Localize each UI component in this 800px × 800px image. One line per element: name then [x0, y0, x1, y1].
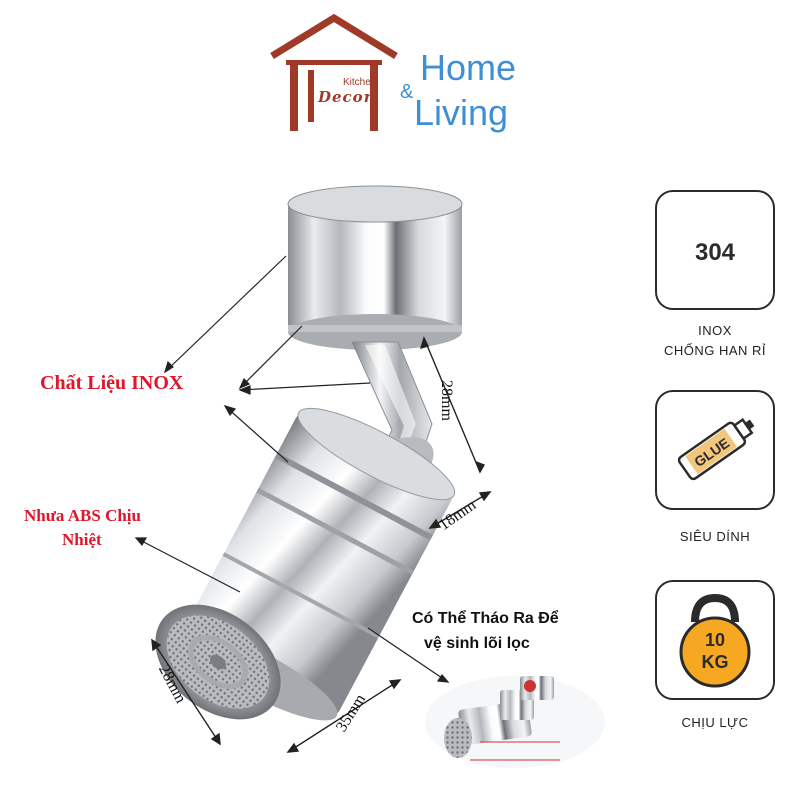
house-logo-icon — [270, 13, 398, 131]
badge-10: 10 — [705, 630, 725, 650]
badge-kg: KG — [702, 652, 729, 672]
feature-glue-card: GLUE — [655, 390, 775, 510]
disassembly-inset-image — [425, 676, 605, 768]
abs-callout-line2: Nhiệt — [62, 530, 102, 549]
feature-glue-label: SIÊU DÍNH — [679, 529, 751, 544]
callout-arrows — [134, 255, 450, 683]
detach-callout-line2: vệ sinh lõi lọc — [424, 635, 530, 652]
logo-home-text: Home — [420, 47, 517, 88]
feature-inox-label-1: INOX — [698, 323, 732, 338]
badge-304: 304 — [695, 239, 736, 266]
top-nut-cylinder — [287, 185, 463, 350]
abs-callout-line1: Nhưa ABS Chịu — [24, 506, 141, 525]
detach-callout-line1: Có Thể Tháo Ra Để — [412, 610, 559, 627]
logo-decor-text: Decor — [318, 88, 373, 106]
steel-304-icon: 304 — [695, 239, 736, 266]
material-callout: Chất Liệu INOX — [40, 372, 184, 394]
dim-neck-length: 28mm — [438, 380, 455, 421]
feature-load-label: CHỊU LỰC — [681, 715, 749, 730]
feature-load-card: 10 KG — [655, 580, 775, 700]
logo-ampersand: & — [400, 81, 414, 103]
feature-inox-label-2: CHỐNG HAN RỈ — [663, 343, 767, 358]
logo-kitchen-text: Kitchen — [343, 77, 377, 88]
dimension-lines — [151, 336, 492, 753]
kettlebell-icon: 10 KG — [679, 593, 751, 688]
feature-inox-card: 304 — [655, 190, 775, 310]
glue-tube-icon: GLUE — [677, 417, 755, 481]
outlet-mesh — [155, 604, 281, 720]
logo-living-text: Living — [414, 92, 509, 133]
